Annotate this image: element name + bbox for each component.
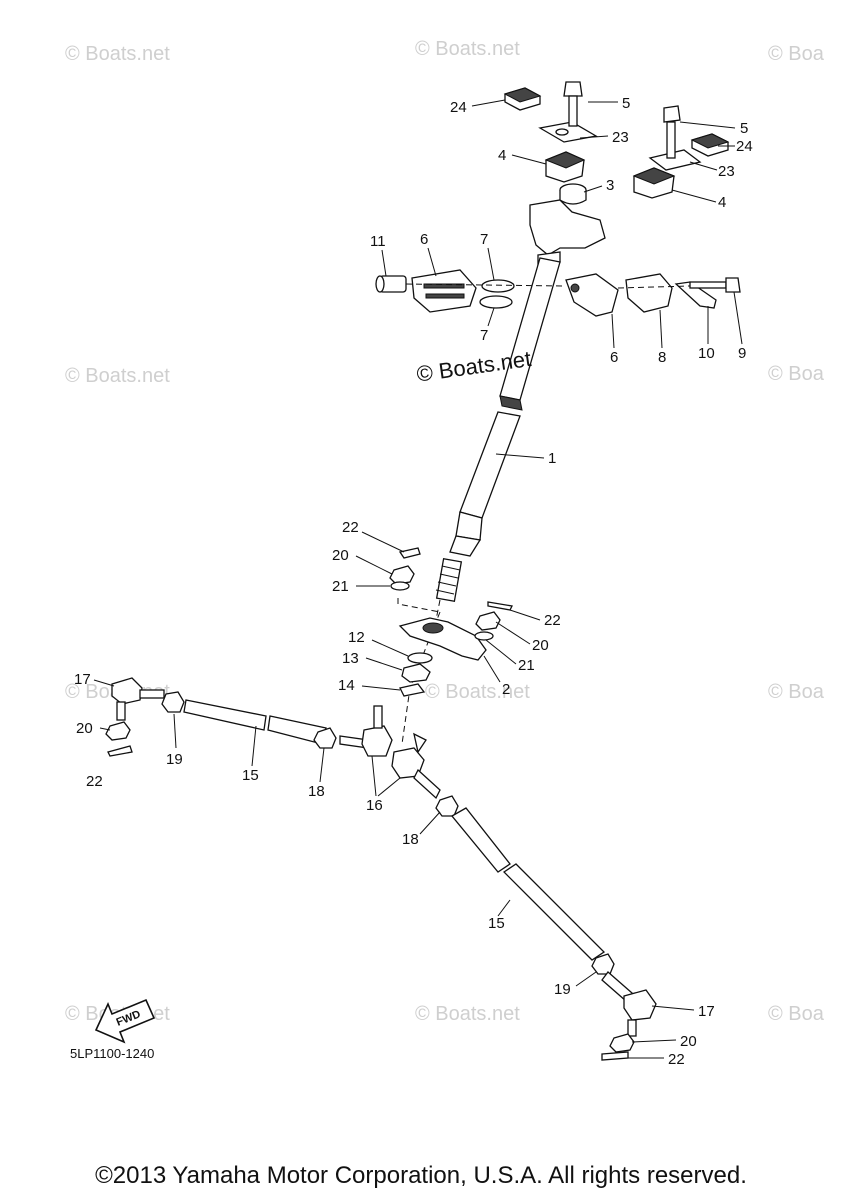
- callout: 20: [332, 547, 349, 564]
- part-4-clamp-right: [632, 167, 676, 199]
- part-23-plate-left: [538, 121, 598, 143]
- callout: 4: [718, 194, 726, 211]
- part-6-bracket-left: [411, 269, 477, 313]
- callout: 2: [502, 681, 510, 698]
- part-20-nut-upper: [389, 565, 415, 585]
- callout: 22: [86, 773, 103, 790]
- callout: 17: [74, 671, 91, 688]
- part-17-tie-rod-end-left: [111, 677, 165, 721]
- part-21-washer-upper: [390, 581, 410, 591]
- callout: 13: [342, 650, 359, 667]
- part-19-nut: [161, 691, 185, 713]
- callout: 20: [532, 637, 549, 654]
- callout: 15: [488, 915, 505, 932]
- callout: 22: [342, 519, 359, 536]
- callout: 9: [738, 345, 746, 362]
- callout: 10: [698, 345, 715, 362]
- part-21-washer-right: [474, 631, 494, 641]
- watermark: © Boats.net: [65, 365, 170, 387]
- callout: 22: [544, 612, 561, 629]
- part-4-clamp-left: [544, 151, 586, 183]
- callout: 15: [242, 767, 259, 784]
- callout: 21: [518, 657, 535, 674]
- part-8-plate: [625, 273, 673, 313]
- callout: 3: [606, 177, 614, 194]
- callout: 6: [610, 349, 618, 366]
- callout: 12: [348, 629, 365, 646]
- callout: 14: [338, 677, 355, 694]
- part-13-nut: [401, 663, 431, 683]
- callout: 21: [332, 578, 349, 595]
- steering-column-head: [499, 199, 606, 411]
- part-5-bolt-left: [563, 81, 583, 127]
- callout: 6: [420, 231, 428, 248]
- callout: 23: [612, 129, 629, 146]
- part-22-pin-left: [107, 745, 133, 757]
- part-20-nut-left: [105, 721, 131, 741]
- callout: 19: [554, 981, 571, 998]
- watermark: © Boa: [768, 43, 825, 65]
- part-22-pin-right: [487, 601, 513, 611]
- watermark: © Boa: [768, 1003, 825, 1025]
- callout: 18: [402, 831, 419, 848]
- callout: 4: [498, 147, 506, 164]
- part-11-collar: [375, 275, 407, 293]
- callout: 5: [622, 95, 630, 112]
- callout: 24: [450, 99, 467, 116]
- callout: 24: [736, 138, 753, 155]
- callout: 5: [740, 120, 748, 137]
- part-15-tie-rod-right: [451, 807, 606, 961]
- callout-labels: 24 5 23 4 5 24 23 3 4 11 6 7 7 6 8 10 9 …: [74, 95, 753, 1068]
- part-12-washer: [407, 652, 433, 664]
- part-3-cap: [559, 183, 587, 205]
- part-7-washer: [479, 279, 515, 309]
- watermark: © Boats.net: [415, 1003, 520, 1025]
- callout: 1: [548, 450, 556, 467]
- callout: 20: [76, 720, 93, 737]
- watermark: © Boa: [768, 363, 825, 385]
- part-20-nut-bottom: [609, 1033, 635, 1053]
- part-1-steering-shaft: [435, 411, 521, 603]
- callout: 19: [166, 751, 183, 768]
- part-16-tie-rod-end-center-right: [391, 732, 441, 800]
- part-2-pitman-arm: [398, 617, 487, 661]
- watermark: © Boa: [768, 681, 825, 703]
- part-17-tie-rod-end-right: [601, 971, 657, 1037]
- part-6-bracket-right: [565, 273, 619, 317]
- callout: 16: [366, 797, 383, 814]
- part-10-tab: [674, 281, 717, 309]
- callout: 18: [308, 783, 325, 800]
- watermark: © Boats.net: [415, 38, 520, 60]
- part-16-tie-rod-end-center-left: [339, 705, 393, 757]
- callout: 22: [668, 1051, 685, 1068]
- leader-lines: [93, 99, 743, 1059]
- callout: 8: [658, 349, 666, 366]
- callout: 7: [480, 327, 488, 344]
- watermark: © Boats.net: [425, 681, 530, 703]
- watermark-layer: © Boats.net © Boats.net © Boa © Boats.ne…: [65, 38, 825, 1025]
- callout: 11: [370, 233, 386, 250]
- part-14-cotter-pin: [399, 683, 426, 697]
- part-9-bolt: [689, 277, 741, 293]
- part-18-nut: [313, 727, 337, 749]
- part-24-block-right: [690, 133, 730, 157]
- part-24-block-left: [503, 87, 542, 111]
- callout: 23: [718, 163, 735, 180]
- part-22-pin-bottom: [601, 1051, 629, 1061]
- diagram-code: 5LP1100-1240: [70, 1046, 155, 1061]
- callout: 7: [480, 231, 488, 248]
- callout: 20: [680, 1033, 697, 1050]
- fwd-arrow-icon: FWD: [94, 998, 156, 1044]
- copyright-notice: ©2013 Yamaha Motor Corporation, U.S.A. A…: [95, 1162, 747, 1189]
- watermark: © Boats.net: [65, 43, 170, 65]
- part-5-bolt-right: [663, 105, 681, 159]
- callout: 17: [698, 1003, 715, 1020]
- part-20-nut-right: [475, 611, 501, 631]
- part-22-pin-upper: [398, 547, 421, 559]
